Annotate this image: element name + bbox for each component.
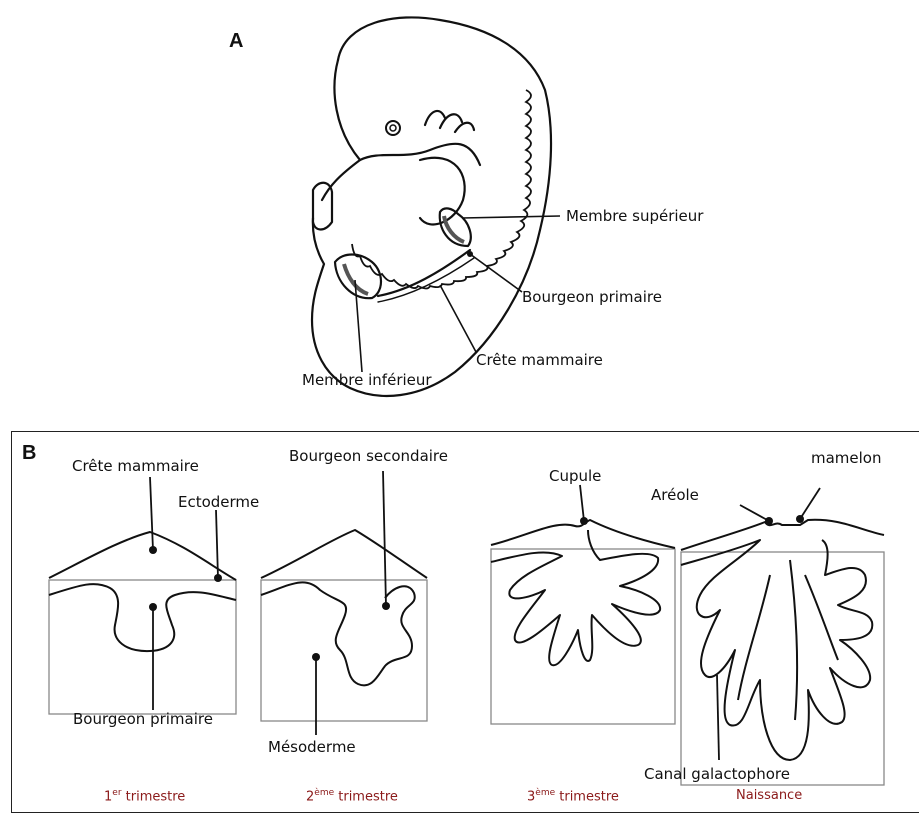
leader-b-bourgeon-secondaire — [383, 471, 386, 606]
leader-b-canal — [717, 675, 719, 760]
stage4-box — [681, 552, 884, 785]
stage1-surface — [49, 532, 236, 580]
stage-caption-2: 2ème trimestre — [306, 789, 398, 803]
stage4-surface — [681, 520, 884, 550]
label-cupule: Cupule — [549, 469, 601, 484]
label-canal-galactophore: Canal galactophore — [644, 767, 790, 782]
label-bourgeon-primaire-b: Bourgeon primaire — [73, 712, 213, 727]
stage2-surface — [261, 530, 427, 578]
leader-b-cupule — [580, 485, 584, 521]
label-areole: Aréole — [651, 488, 699, 503]
stage2-bud — [261, 582, 415, 685]
stage-caption-4: Naissance — [736, 789, 802, 802]
label-mamelon: mamelon — [811, 451, 882, 466]
leader-b-areole — [740, 505, 769, 521]
leader-b-mamelon — [800, 488, 820, 519]
stage-caption-1: 1er trimestre — [104, 789, 185, 803]
stage3-glands — [491, 530, 660, 665]
label-crete-mammaire-b: Crête mammaire — [72, 459, 199, 474]
stage1-box — [49, 580, 236, 714]
leader-b-crete — [150, 477, 153, 550]
stage4-ducts — [681, 540, 872, 760]
label-ectoderme: Ectoderme — [178, 495, 259, 510]
stage1-bud — [49, 584, 236, 651]
stage2-box — [261, 580, 427, 721]
label-bourgeon-secondaire: Bourgeon secondaire — [289, 449, 448, 464]
label-mesoderme: Mésoderme — [268, 740, 356, 755]
stage-caption-3: 3ème trimestre — [527, 789, 619, 803]
